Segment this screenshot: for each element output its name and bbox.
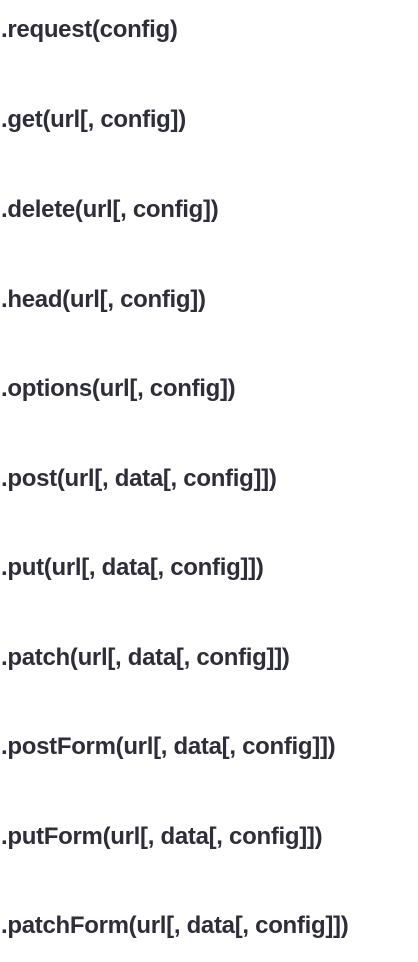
method-options: .options(url[, config]) xyxy=(1,375,236,402)
method-putform: .putForm(url[, data[, config]]) xyxy=(1,823,323,850)
method-postform: .postForm(url[, data[, config]]) xyxy=(1,733,336,760)
method-head: .head(url[, config]) xyxy=(1,286,206,313)
method-patch: .patch(url[, data[, config]]) xyxy=(1,644,290,671)
method-get: .get(url[, config]) xyxy=(1,106,186,133)
method-post: .post(url[, data[, config]]) xyxy=(1,465,277,492)
method-request: .request(config) xyxy=(1,16,178,43)
method-patchform: .patchForm(url[, data[, config]]) xyxy=(1,912,349,939)
method-put: .put(url[, data[, config]]) xyxy=(1,554,264,581)
method-delete: .delete(url[, config]) xyxy=(1,196,219,223)
